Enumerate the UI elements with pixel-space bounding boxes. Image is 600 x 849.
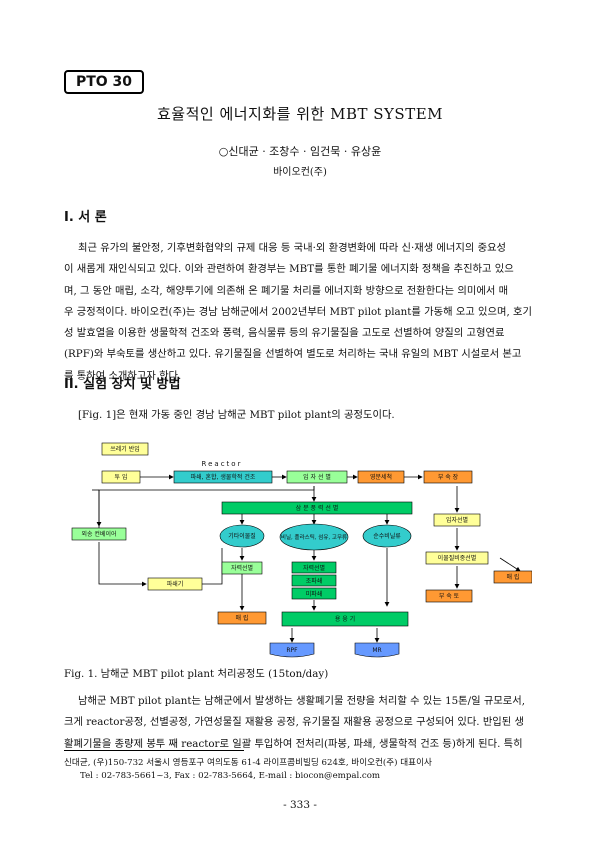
diagram-label: 용 융 기 <box>335 615 355 623</box>
footnote-divider <box>64 750 244 751</box>
diagram-box-fine-crush <box>291 587 337 600</box>
diagram-label: Reactor <box>202 460 243 468</box>
diagram-label: 미파쇄 <box>306 590 323 598</box>
text-line: 성 발효열을 이용한 생물학적 건조와 풍력, 음식물류 등의 유기물질을 고도… <box>64 327 505 340</box>
text-line: 를 통하여 소개하고자 한다. <box>64 369 182 382</box>
diagram-box-waste-input <box>101 442 149 456</box>
diagram-label: 외송 컨베이어 <box>81 530 116 538</box>
diagram-label: 쓰레기 반입 <box>110 445 140 453</box>
text-line: 이 새롭게 재인식되고 있다. 이와 관련하여 환경부는 MBT를 통한 폐기물… <box>64 263 514 276</box>
diagram-label: 이물질비중선별 <box>438 554 477 562</box>
diagram-box-finished-compost <box>425 589 473 603</box>
footnote-address: 신대균, (우)150-732 서울시 영등포구 여의도동 61-4 라이프콤비… <box>64 758 432 768</box>
text-line: 며, 그 동안 매립, 소각, 해양투기에 의존해 온 폐기물 처리를 에너지화… <box>64 284 509 297</box>
diagram-label: 순수비닐류 <box>373 532 401 540</box>
diagram-label: 파쇄, 혼합, 생물학적 건조 <box>191 473 256 481</box>
diagram-node-vinyl <box>279 523 349 551</box>
diagram-box-melter <box>281 611 409 627</box>
diagram-node-mr <box>354 642 400 658</box>
text-line: 활폐기물을 종량제 봉투 째 reactor로 일괄 투입하여 전처리(파봉, … <box>64 737 523 750</box>
text-line: 최근 유가의 불안정, 기후변화협약의 규제 대응 등 국내·외 환경변화에 따… <box>78 242 507 254</box>
authors: ○신대균 · 조창수 · 임건묵 · 유상윤 <box>218 145 382 158</box>
diagram-label: 투 입 <box>115 473 128 481</box>
diagram-box-magnetic-sort <box>291 561 337 574</box>
text-line: 우 긍정적이다. 바이오컨(주)는 경남 남해군에서 2002년부터 MBT p… <box>64 305 532 318</box>
diagram-label: 기타이물질 <box>228 532 256 540</box>
diagram-box-crush <box>173 470 273 484</box>
methods-text: [Fig. 1]은 현재 가동 중인 경남 남해군 MBT pilot plan… <box>78 409 395 421</box>
diagram-box-foreign-sort <box>425 551 489 565</box>
text-line: 남해군 MBT pilot plant는 남해군에서 발생하는 생활폐기물 전량… <box>78 695 526 707</box>
diagram-label: 삼 분 풍 력 선 별 <box>296 504 339 512</box>
figure-caption: Fig. 1. 남해군 MBT pilot plant 처리공정도 (15ton… <box>64 668 329 680</box>
diagram-box-manual-sort <box>221 561 263 575</box>
diagram-box-landfill <box>217 611 267 625</box>
text-line: (RPF)와 부숙토를 생산하고 있다. 유기물질을 선별하여 별도로 처리하는… <box>64 348 522 361</box>
diagram-box-magnetic <box>357 470 405 484</box>
diagram-label: 비닐, 플라스틱, 섬유, 고무류 <box>281 533 347 541</box>
intro-paragraph: 최근 유가의 불안정, 기후변화협약의 규제 대응 등 국내·외 환경변화에 따… <box>64 238 536 387</box>
diagram-box-particle-sort2 <box>433 513 481 527</box>
diagram-label: 부 숙 장 <box>438 473 459 481</box>
diagram-box-press <box>147 577 203 591</box>
paper-title: 효율적인 에너지화를 위한 MBT SYSTEM <box>156 105 444 123</box>
diagram-label: 입 자 선 별 <box>303 473 331 481</box>
diagram-box-conveyor <box>71 527 127 541</box>
diagram-box-landfill2 <box>493 570 532 584</box>
text-line: 크게 reactor공정, 선별공정, 가연성물질 재활용 공정, 유기물질 재… <box>64 716 525 729</box>
affiliation: 바이오컨(주) <box>273 167 327 178</box>
diagram-label: 입자선별 <box>446 516 468 524</box>
diagram-box-compost <box>423 470 473 484</box>
section-heading-intro: I. 서 론 <box>64 210 107 225</box>
diagram-node-rpf <box>269 642 315 658</box>
diagram-box-particle-sort <box>286 470 348 484</box>
diagram-box-input <box>101 470 141 484</box>
section-heading-methods: II. 실험 장치 및 방법 <box>64 377 181 392</box>
diagram-label: RPF <box>286 647 298 654</box>
session-badge: PTO 30 <box>64 70 144 94</box>
process-flow-diagram: 쓰레기 반입 Reactor 투 입 파쇄, 혼합, 생물학적 건조 입 자 선… <box>71 442 532 658</box>
diagram-node-other <box>219 524 265 548</box>
body-paragraph: 남해군 MBT pilot plant는 남해군에서 발생하는 생활폐기물 전량… <box>64 691 536 755</box>
diagram-box-triple-sort <box>221 501 413 515</box>
diagram-box-coarse-crush <box>291 574 337 587</box>
diagram-label: 부 숙 토 <box>439 592 460 600</box>
diagram-label: 파쇄기 <box>167 580 184 588</box>
footnote-contact: Tel : 02-783-5661~3, Fax : 02-783-5664, … <box>80 771 381 781</box>
page-number: - 333 - <box>283 799 317 811</box>
diagram-node-organic <box>362 524 412 548</box>
diagram-label: 매 립 <box>507 573 520 581</box>
diagram-label: 자력선별 <box>303 564 325 572</box>
diagram-label: MR <box>372 647 381 654</box>
diagram-label: 자력선별 <box>231 564 253 572</box>
diagram-label: 영분세척 <box>370 473 392 481</box>
diagram-label: 조파쇄 <box>306 577 323 585</box>
diagram-label: 매 립 <box>236 614 249 622</box>
